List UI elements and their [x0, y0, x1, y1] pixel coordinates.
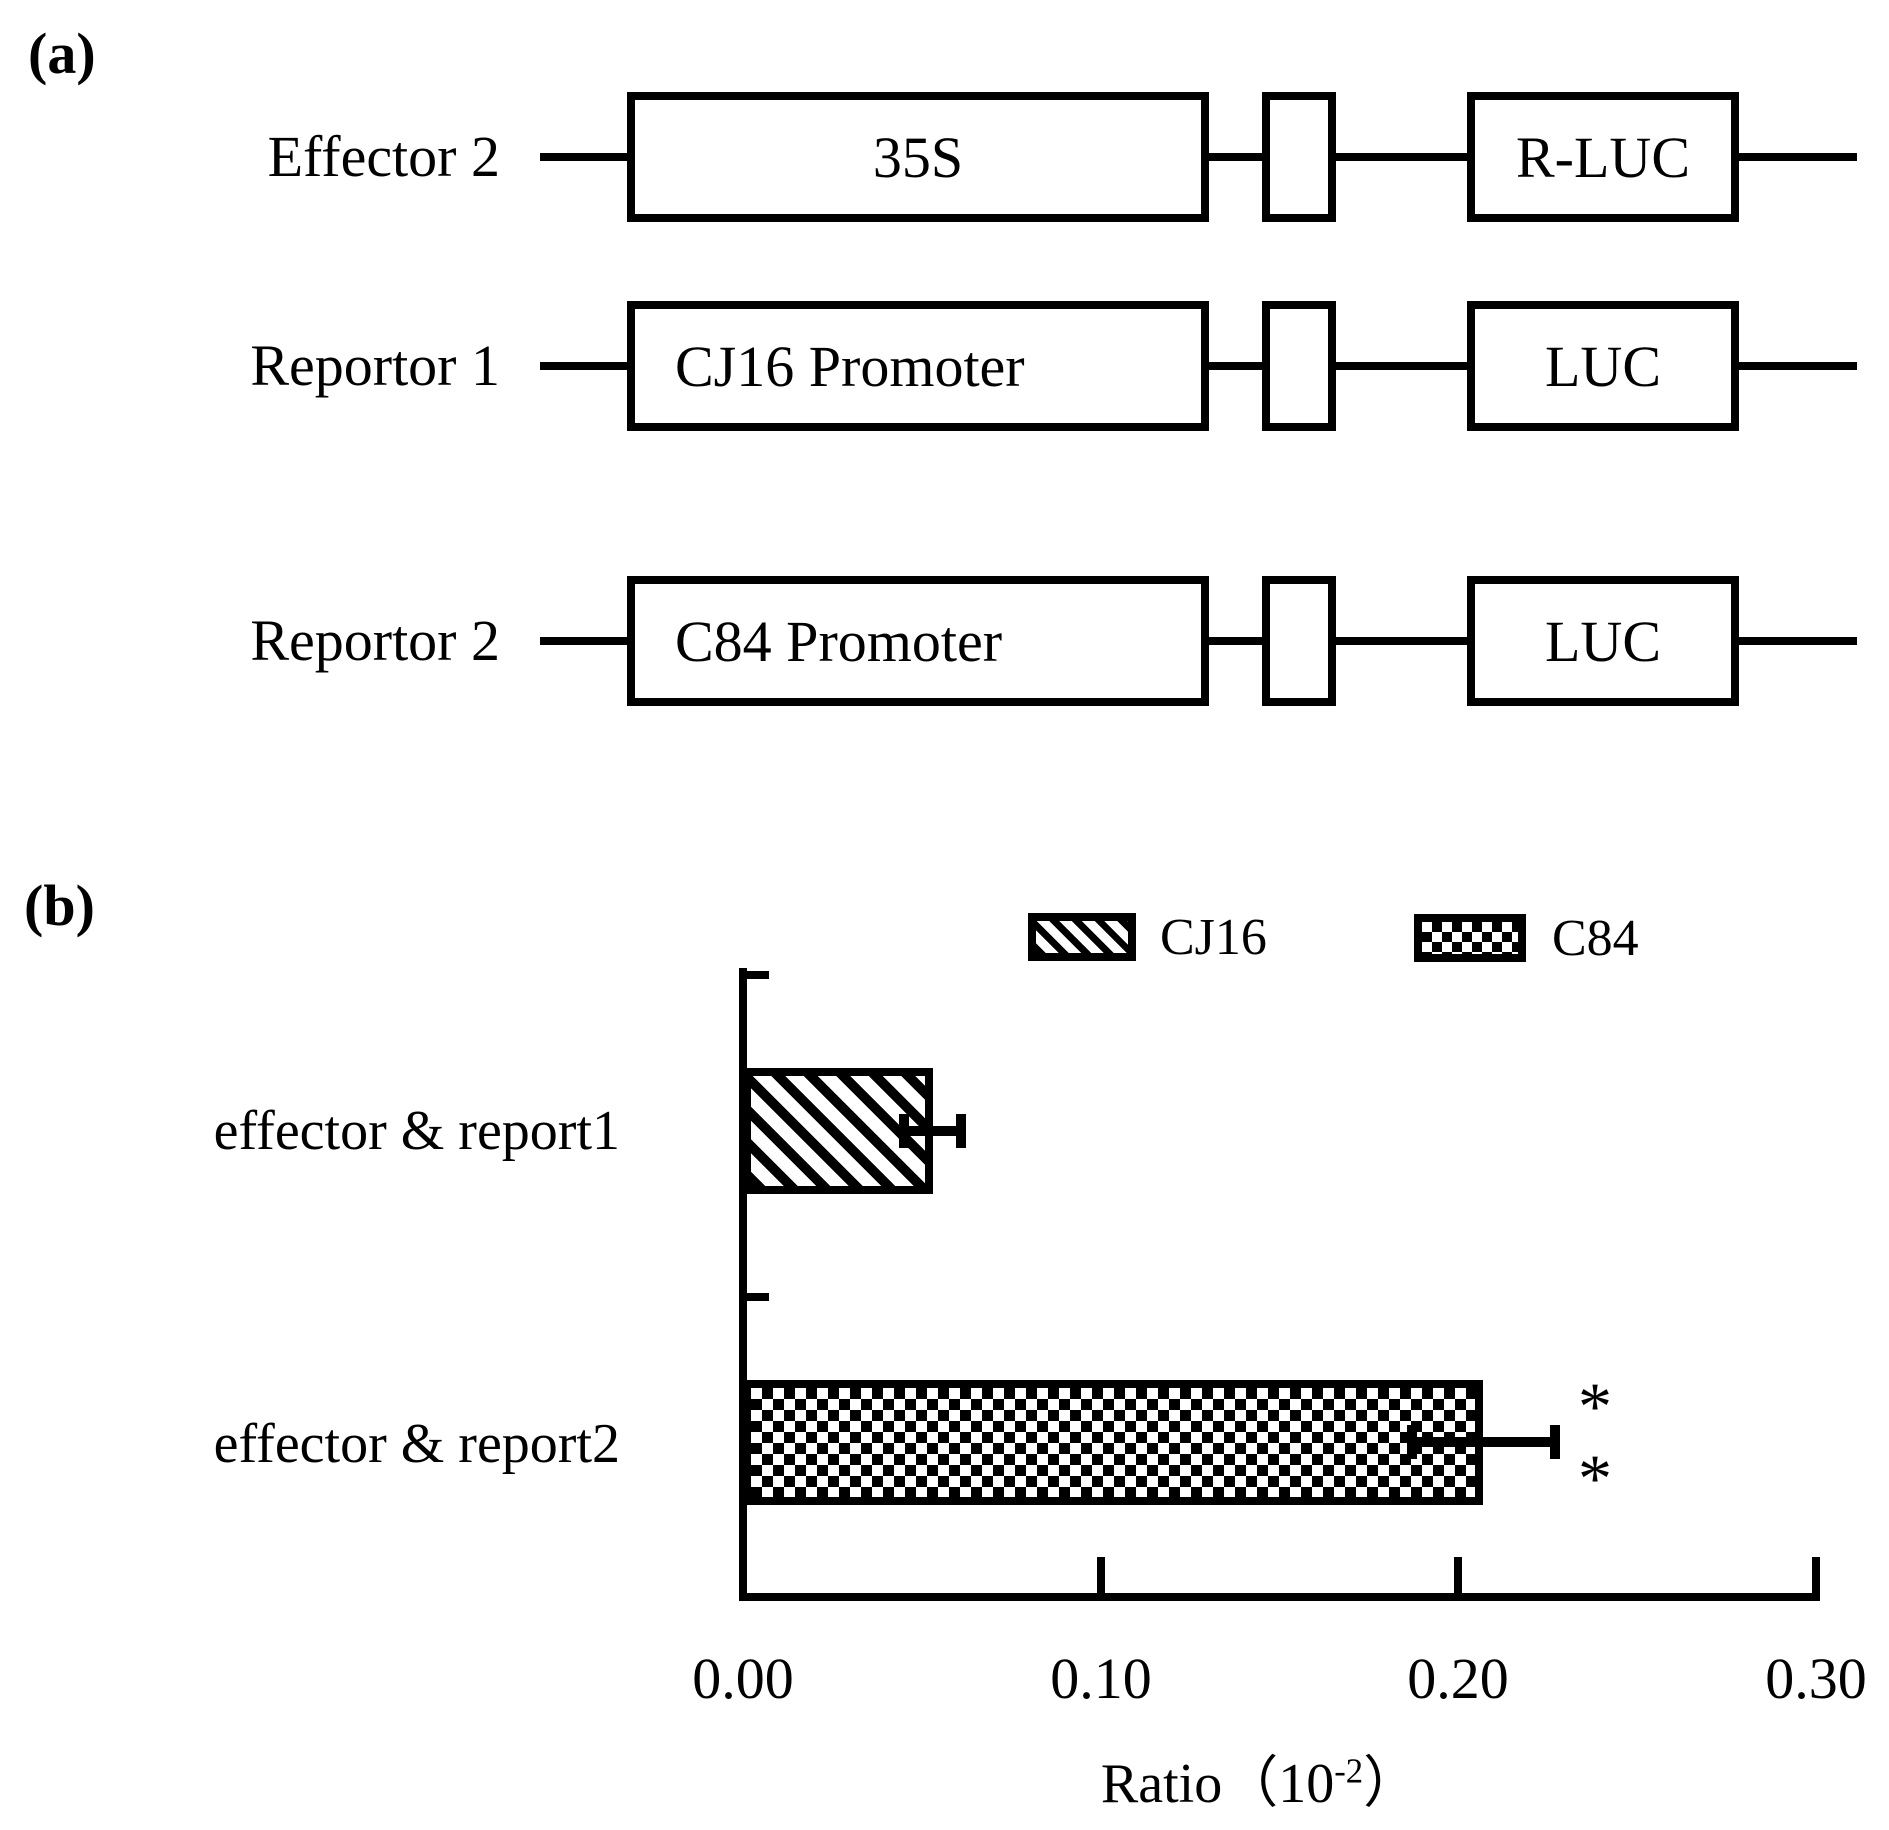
x-tick	[1812, 1557, 1820, 1593]
connector-line	[1335, 153, 1469, 161]
spacer-box	[1262, 92, 1336, 222]
connector-line	[540, 362, 628, 370]
category-label-report2: effector & report2	[213, 1413, 620, 1475]
reporter-box-label: LUC	[1545, 333, 1661, 399]
promoter-box-label: CJ16 Promoter	[675, 333, 1025, 399]
reporter-box-label: LUC	[1545, 608, 1661, 674]
x-tick	[1454, 1557, 1462, 1593]
x-tick-label: 0.10	[1050, 1646, 1152, 1711]
legend-swatch-cj16-hatch-icon	[1028, 913, 1136, 961]
significance-asterisk: *	[1578, 1368, 1612, 1444]
x-tick-label: 0.20	[1407, 1646, 1509, 1711]
reporter-box: R-LUC	[1467, 92, 1739, 222]
reporter-box: LUC	[1467, 301, 1739, 431]
error-bar-line	[1412, 1437, 1555, 1447]
construct-row-reportor1: Reportor 1 CJ16 Promoter LUC	[0, 301, 1889, 431]
connector-line	[1335, 362, 1469, 370]
construct-name: Reportor 1	[250, 333, 500, 398]
x-axis-title-text: Ratio（10	[1100, 1753, 1335, 1815]
significance-asterisk: *	[1578, 1440, 1612, 1516]
x-axis-title-close: ）	[1363, 1753, 1420, 1815]
y-axis-tick-middle	[743, 1293, 769, 1301]
promoter-box: C84 Promoter	[627, 576, 1209, 706]
promoter-box-label: C84 Promoter	[675, 608, 1003, 674]
y-axis-tick-top	[743, 971, 769, 979]
panel-b-label: (b)	[24, 873, 95, 938]
error-bar-cj16	[899, 1114, 966, 1148]
legend-label-c84: C84	[1552, 910, 1639, 967]
promoter-box: 35S	[627, 92, 1209, 222]
reporter-box-label: R-LUC	[1516, 124, 1690, 190]
connector-line	[540, 637, 628, 645]
connector-line	[1208, 362, 1264, 370]
error-bar-c84	[1407, 1425, 1560, 1459]
construct-row-effector2: Effector 2 35S R-LUC	[0, 92, 1889, 222]
reporter-box: LUC	[1467, 576, 1739, 706]
connector-line	[1208, 153, 1264, 161]
panel-a-label: (a)	[28, 21, 96, 86]
bar-c84	[743, 1380, 1483, 1505]
construct-name: Reportor 2	[250, 608, 500, 673]
x-tick-label: 0.00	[692, 1646, 794, 1711]
connector-line	[540, 153, 628, 161]
legend-label-cj16: CJ16	[1160, 909, 1267, 966]
category-label-report1: effector & report1	[213, 1100, 620, 1162]
connector-line	[1208, 637, 1264, 645]
error-bar-cap	[899, 1114, 909, 1148]
connector-line	[1739, 637, 1857, 645]
spacer-box	[1262, 576, 1336, 706]
spacer-box	[1262, 301, 1336, 431]
error-bar-cap	[1407, 1425, 1417, 1459]
connector-line	[1335, 637, 1469, 645]
error-bar-cap	[1550, 1425, 1560, 1459]
x-axis-title: Ratio（10-2）	[900, 1738, 1620, 1819]
promoter-box: CJ16 Promoter	[627, 301, 1209, 431]
y-axis	[739, 968, 747, 1601]
construct-name: Effector 2	[267, 124, 500, 189]
error-bar-line	[904, 1126, 961, 1136]
x-tick	[1097, 1557, 1105, 1593]
promoter-box-label: 35S	[872, 124, 964, 190]
x-axis	[739, 1593, 1820, 1601]
error-bar-cap	[956, 1114, 966, 1148]
legend-swatch-c84-checker-icon	[1414, 914, 1526, 962]
x-axis-title-exponent: -2	[1334, 1751, 1364, 1791]
connector-line	[1739, 362, 1857, 370]
construct-row-reportor2: Reportor 2 C84 Promoter LUC	[0, 576, 1889, 706]
x-tick-label: 0.30	[1765, 1646, 1867, 1711]
connector-line	[1739, 153, 1857, 161]
